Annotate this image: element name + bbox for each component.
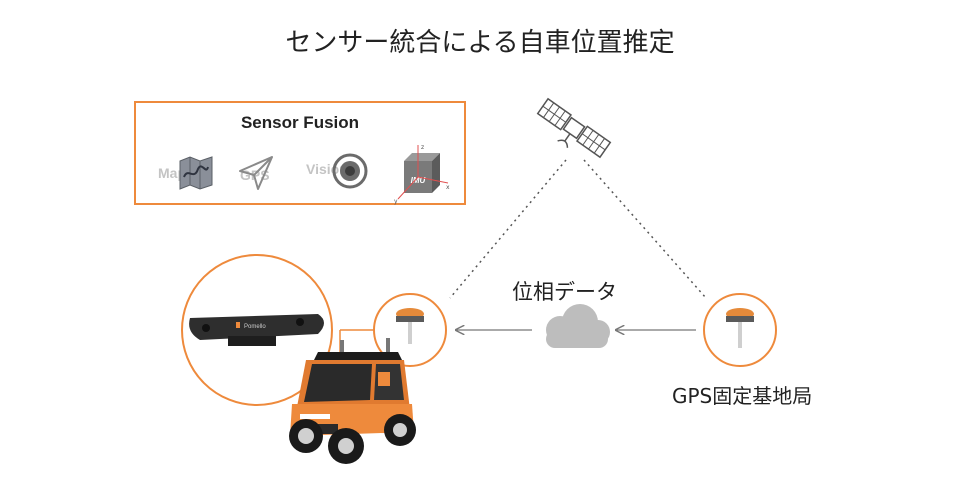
sensor-fusion-heading: Sensor Fusion <box>240 113 360 132</box>
signal-line-left <box>449 159 567 299</box>
base-station-label: GPS固定基地局 <box>672 384 813 408</box>
base-station-antenna <box>703 293 777 367</box>
vision-label: Vision <box>306 161 348 177</box>
page-title: センサー統合による自車位置推定 <box>285 28 675 58</box>
svg-text:z: z <box>421 144 424 151</box>
satellite-icon <box>536 97 612 159</box>
sensor-fusion-panel: Sensor Fusion Map GPS Vision IMU z x y <box>134 101 466 205</box>
gps-icon <box>239 156 273 190</box>
signal-line-right <box>583 159 707 299</box>
map-label: Map <box>158 165 186 181</box>
svg-text:x: x <box>446 184 450 191</box>
phase-data-label: 位相データ <box>512 280 617 304</box>
imu-icon: IMU z x y <box>394 144 450 205</box>
map-icon <box>179 156 213 190</box>
camera-brand-text: Pomello <box>244 324 266 330</box>
cloud-icon <box>546 304 610 348</box>
svg-text:IMU: IMU <box>411 176 426 185</box>
vehicle-gps-antenna <box>373 293 447 367</box>
vision-icon <box>332 153 368 189</box>
svg-text:y: y <box>394 198 398 205</box>
stereo-camera-zoom: Pomello <box>181 254 333 406</box>
autonomous-vehicle <box>289 338 416 464</box>
